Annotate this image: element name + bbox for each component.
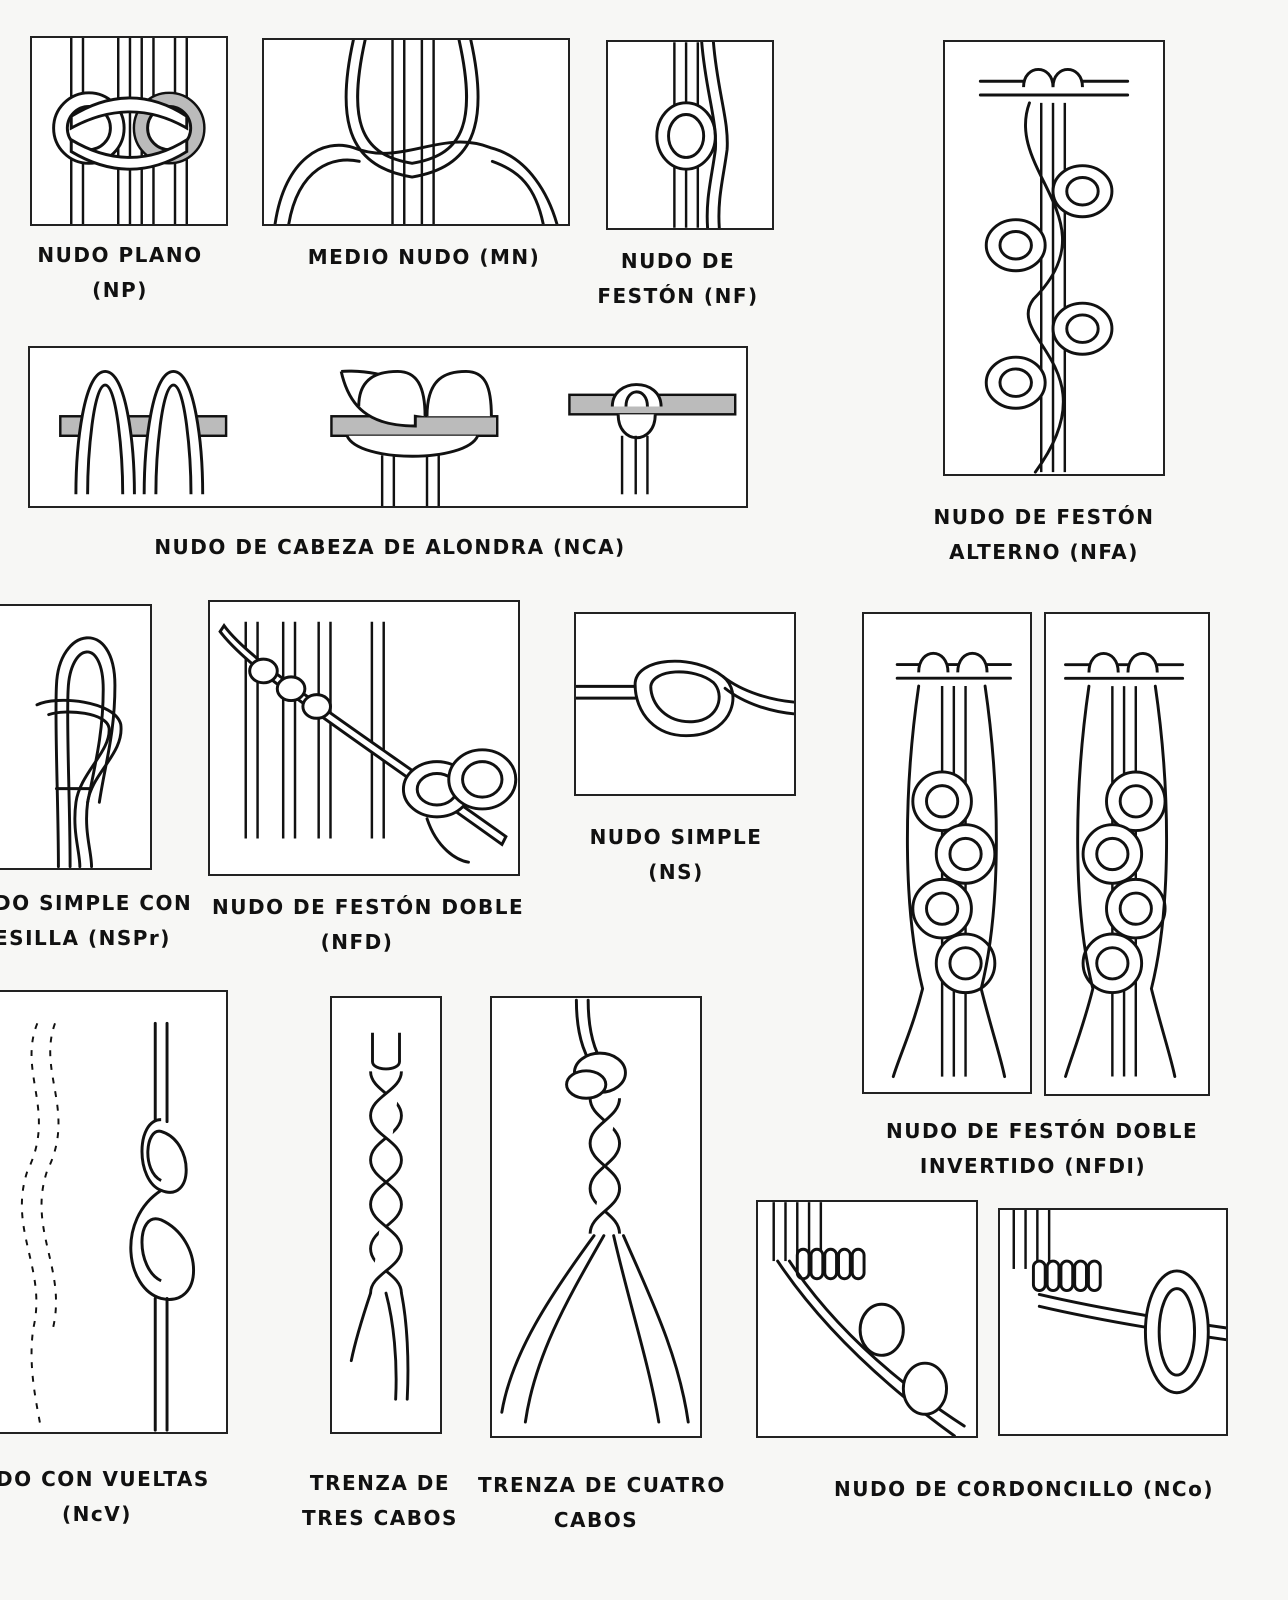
- trenza-cuatro-cabos-illustration: [490, 996, 702, 1438]
- nudo-simple-presilla-illustration: [0, 604, 152, 870]
- nudo-cordoncillo-illustration-left: [756, 1200, 978, 1438]
- nudo-con-vueltas-illustration: [0, 990, 228, 1434]
- medio-nudo-illustration: [262, 38, 570, 226]
- nudo-feston-doble-illustration: [208, 600, 520, 876]
- caption-nudo-plano: NUDO PLANO(NP): [20, 238, 220, 308]
- nudo-plano-illustration: [30, 36, 228, 226]
- caption-nudo-simple: NUDO SIMPLE(NS): [576, 820, 776, 890]
- caption-nudo-feston-doble: NUDO DE FESTÓN DOBLE(NFD): [212, 890, 502, 960]
- nudo-feston-alterno-illustration: [943, 40, 1165, 476]
- caption-medio-nudo: MEDIO NUDO (MN): [290, 240, 558, 275]
- nudo-cordoncillo-illustration-right: [998, 1208, 1228, 1436]
- caption-nudo-con-vueltas: DO CON VUELTAS(NcV): [0, 1462, 204, 1532]
- nudo-feston-illustration: [606, 40, 774, 230]
- trenza-tres-cabos-illustration: [330, 996, 442, 1434]
- nudo-cabeza-alondra-illustration: [28, 346, 748, 508]
- caption-nudo-cordoncillo: NUDO DE CORDONCILLO (NCo): [834, 1472, 1186, 1507]
- nudo-feston-doble-invertido-illustration-right: [1044, 612, 1210, 1096]
- nudo-simple-illustration: [574, 612, 796, 796]
- caption-nudo-cabeza-alondra: NUDO DE CABEZA DE ALONDRA (NCA): [150, 530, 630, 565]
- nudo-feston-doble-invertido-illustration-left: [862, 612, 1032, 1094]
